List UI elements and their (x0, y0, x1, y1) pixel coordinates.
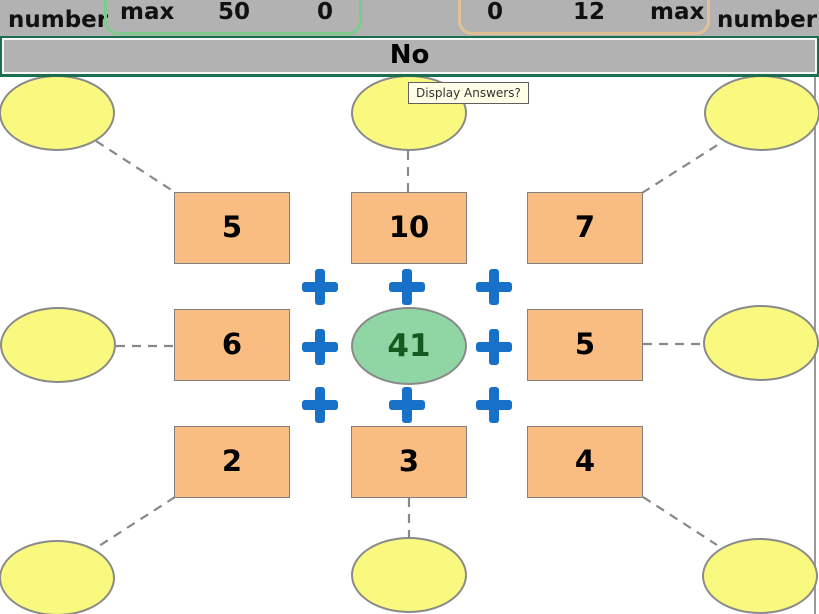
plus-icon (302, 387, 338, 423)
number-label-right: number (717, 7, 818, 33)
plus-icon (302, 269, 338, 305)
plus-icon (302, 329, 338, 365)
answer-ellipse-bottom-left[interactable] (0, 540, 115, 614)
answer-ellipse-middle-right[interactable] (703, 305, 819, 381)
plus-icon (389, 387, 425, 423)
display-answers-tooltip: Display Answers? (408, 82, 529, 104)
addend-cell[interactable]: 3 (351, 426, 467, 498)
addend-cell[interactable]: 6 (174, 309, 290, 381)
right-max-value[interactable]: 12 (573, 0, 606, 25)
answer-ellipse-bottom-right[interactable] (702, 538, 818, 614)
number-label-left: number (8, 7, 109, 33)
max-label-right: max (650, 0, 705, 25)
answer-ellipse-bottom-center[interactable] (351, 537, 467, 613)
plus-icon (389, 269, 425, 305)
plus-icon (476, 329, 512, 365)
right-max-group: 0 12 max (458, 0, 710, 35)
settings-bar: number max 50 0 0 12 max number (0, 0, 819, 36)
left-max-value[interactable]: 50 (218, 0, 251, 25)
addend-cell[interactable]: 7 (527, 192, 643, 264)
answer-ellipse-middle-left[interactable] (0, 307, 116, 383)
answer-ellipse-top-left[interactable] (0, 75, 115, 151)
plus-icon (476, 387, 512, 423)
right-min-value[interactable]: 0 (487, 0, 504, 25)
display-answers-toggle[interactable]: No (2, 38, 817, 74)
addend-cell[interactable]: 5 (174, 192, 290, 264)
answer-ellipse-top-right[interactable] (704, 75, 819, 151)
plus-icon (476, 269, 512, 305)
addend-cell[interactable]: 10 (351, 192, 467, 264)
left-min-value[interactable]: 0 (317, 0, 334, 25)
left-max-group: max 50 0 (104, 0, 362, 35)
addend-cell[interactable]: 5 (527, 309, 643, 381)
addend-cell[interactable]: 4 (527, 426, 643, 498)
center-total-ellipse[interactable]: 41 (351, 307, 467, 385)
green-frame-band: No (0, 36, 819, 77)
max-label-left: max (120, 0, 175, 25)
addend-cell[interactable]: 2 (174, 426, 290, 498)
